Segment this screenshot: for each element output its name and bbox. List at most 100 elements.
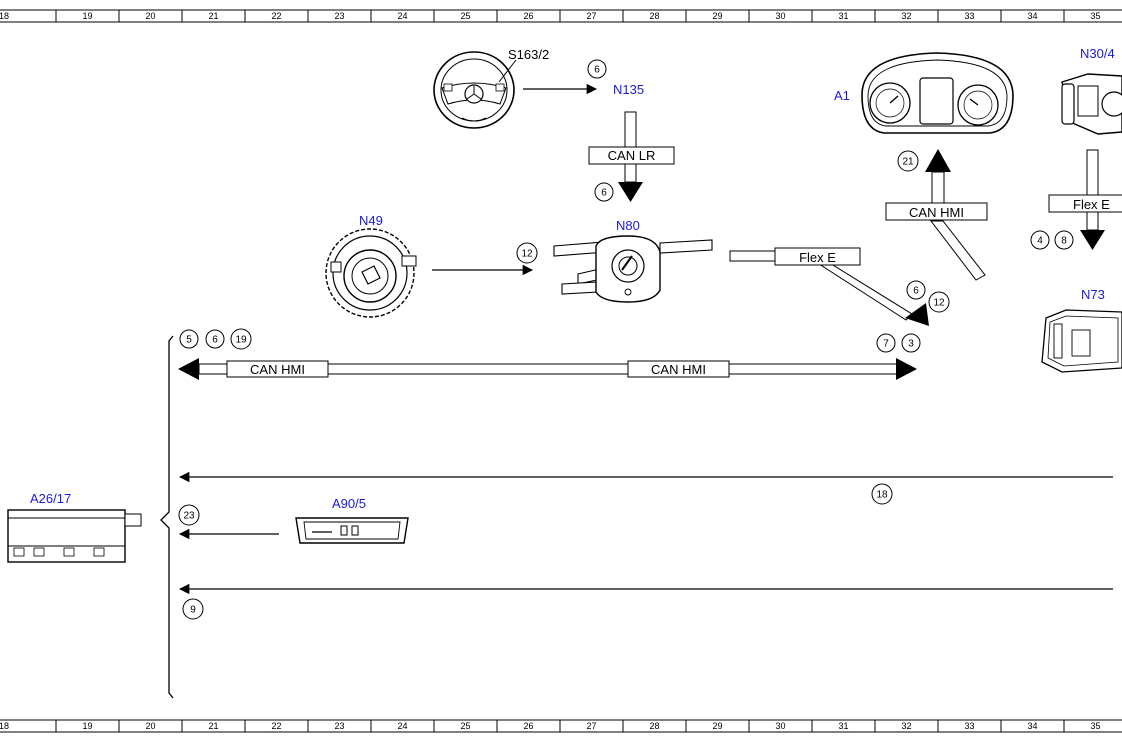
n30-4-module-icon [1061,73,1122,135]
ruler-label: 35 [1090,11,1100,21]
bus-label-can-lr: CAN LR [608,148,656,163]
ruler-label: 27 [586,721,596,731]
svg-text:6: 6 [601,188,607,199]
svg-text:7: 7 [883,339,889,350]
callout-s163-to-n135: 6 [587,59,607,79]
ruler-label: 33 [964,11,974,21]
ruler-label: 25 [460,721,470,731]
callout-main-6: 6 [205,329,225,349]
ruler-label: 22 [271,11,281,21]
callout-main-7: 7 [876,333,896,353]
ruler-label: 28 [649,11,659,21]
label-a90-5: A90/5 [332,496,366,511]
callout-n49-to-n80: 12 [516,242,538,264]
ruler-label: 31 [838,11,848,21]
ruler-label: 26 [523,721,533,731]
ruler-label: 32 [901,721,911,731]
flex-e-n80-bus [729,247,929,326]
svg-text:21: 21 [902,157,914,168]
steering-angle-sensor-icon [325,228,417,318]
ruler-label: 31 [838,721,848,731]
svg-text:12: 12 [521,249,533,260]
svg-text:3: 3 [908,339,914,350]
ruler-label: 29 [712,721,722,731]
ruler-label: 18 [0,721,9,731]
bus-label-can-hmi-left: CAN HMI [250,362,305,377]
ruler-label: 35 [1090,721,1100,731]
ruler-label: 30 [775,721,785,731]
a26-17-unit-icon [7,509,142,563]
svg-text:19: 19 [235,335,247,346]
bracket [160,335,174,699]
svg-text:9: 9 [190,605,196,616]
ruler-label: 19 [82,11,92,21]
callout-signal-18: 18 [871,483,893,505]
svg-text:12: 12 [933,298,945,309]
svg-text:8: 8 [1061,236,1067,247]
svg-text:23: 23 [183,511,195,522]
ruler-label: 22 [271,721,281,731]
callout-a90-23: 23 [178,504,200,526]
ruler-label: 28 [649,721,659,731]
ruler-label: 21 [208,11,218,21]
svg-text:6: 6 [913,286,919,297]
label-a26-17: A26/17 [30,491,71,506]
ruler-label: 34 [1027,11,1037,21]
ruler-label: 25 [460,11,470,21]
ruler-label: 20 [145,721,155,731]
ruler-label: 23 [334,11,344,21]
bus-label-can-hmi-a1: CAN HMI [909,205,964,220]
ruler-label: 26 [523,11,533,21]
label-n73: N73 [1081,287,1105,302]
ruler-label: 20 [145,11,155,21]
can-hmi-main-bus [178,358,917,380]
svg-text:18: 18 [876,490,888,501]
ruler-label: 27 [586,11,596,21]
a90-5-unit-icon [295,517,409,544]
svg-text:5: 5 [186,335,192,346]
callout-a1-arrow: 21 [897,150,919,172]
callout-n30-4: 4 [1030,230,1050,250]
can-lr-bus [588,111,675,202]
callout-signal-9: 9 [182,598,204,620]
svg-text:4: 4 [1037,236,1043,247]
svg-text:6: 6 [594,65,600,76]
ruler-label: 24 [397,721,407,731]
ruler-label: 32 [901,11,911,21]
label-n30-4: N30/4 [1080,46,1115,61]
ruler-top: 18 19 20 21 22 23 24 25 26 27 28 29 30 31 32 33 34 35 [0,9,1122,23]
label-n80: N80 [616,218,640,233]
svg-text:6: 6 [212,335,218,346]
s163-leader [498,59,517,83]
bus-label-flex-e-n30: Flex E [1073,197,1110,212]
callout-flex-e-6: 6 [906,280,926,300]
ruler-bottom: 18 19 20 21 22 23 24 25 26 27 28 29 30 31 32 33 34 35 [0,719,1122,733]
ruler-label: 19 [82,721,92,731]
n73-module-icon [1041,309,1122,373]
label-s163-2: S163/2 [508,47,549,62]
ruler-label: 33 [964,721,974,731]
callout-main-5: 5 [179,329,199,349]
callout-flex-e-12: 12 [928,291,950,313]
bus-label-flex-e-n80: Flex E [799,250,836,265]
ruler-label: 30 [775,11,785,21]
ruler-label: 34 [1027,721,1037,731]
bus-label-can-hmi-mid: CAN HMI [651,362,706,377]
label-a1: A1 [834,88,850,103]
callout-can-lr: 6 [594,182,614,202]
ruler-label: 21 [208,721,218,731]
steering-column-module-icon [553,235,713,303]
ruler-label: 24 [397,11,407,21]
callout-n30-8: 8 [1054,230,1074,250]
ruler-label: 29 [712,11,722,21]
instrument-cluster-icon [861,52,1014,134]
callout-main-3: 3 [901,333,921,353]
callout-main-19: 19 [230,328,252,350]
label-n135: N135 [613,82,644,97]
steering-wheel-icon [433,51,515,129]
can-hmi-a1-bus [885,149,988,281]
ruler-label: 18 [0,11,9,21]
label-n49: N49 [359,213,383,228]
ruler-label: 23 [334,721,344,731]
